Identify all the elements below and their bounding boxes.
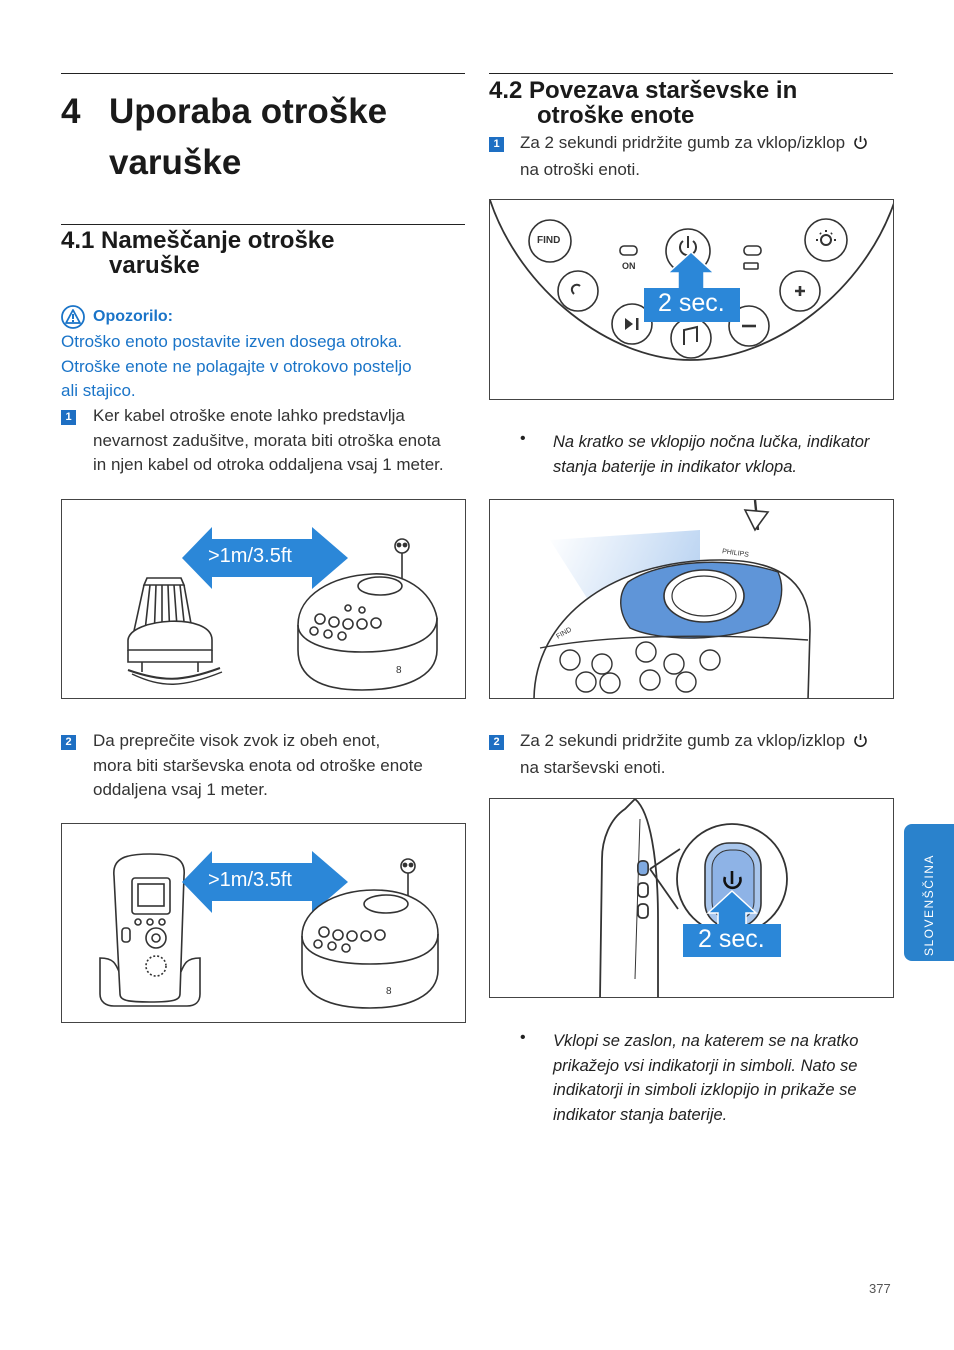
step-text-line: Ker kabel otroške enote lahko predstavlj… <box>93 406 405 425</box>
section-4-1-title-line1: Nameščanje otroške <box>101 227 335 254</box>
section-4-1-rule <box>61 224 465 225</box>
chapter-heading: 4 Uporaba otroške varuške <box>61 87 465 187</box>
note-line: Vklopi se zaslon, na katerem se na kratk… <box>553 1032 859 1050</box>
chapter-number: 4 <box>61 92 81 131</box>
figure-parent-hold-label: 2 sec. <box>698 925 765 953</box>
chapter-title-line1: Uporaba otroške <box>109 92 388 131</box>
note-line: indikator stanja baterije. <box>553 1105 728 1124</box>
step-text-line: mora biti starševska enota od otroške en… <box>93 755 423 775</box>
warning-icon <box>61 305 85 334</box>
warning-title: Opozorilo: <box>93 308 173 325</box>
section-4-1-heading: 4.1 Nameščanje otroške varuške <box>61 228 335 278</box>
step-text-4-1-2: Da preprečite visok zvok iz obeh enot, m… <box>93 729 423 803</box>
step-text-line: nevarnost zadušitve, morata biti otroška… <box>93 430 441 450</box>
warning-line-2: Otroške enote ne polagajte v otrokovo po… <box>61 356 412 376</box>
section-4-1-title-line2: varuške <box>109 252 200 279</box>
step-badge-4-1-1: 1 <box>61 410 76 425</box>
note-line: Na kratko se vklopijo nočna lučka, indik… <box>553 433 870 451</box>
note-line: prikažejo vsi indikatorji in simboli. Na… <box>553 1056 858 1075</box>
power-icon <box>853 133 868 158</box>
step-text-line: oddaljena vsaj 1 meter. <box>93 780 268 800</box>
svg-text:8: 8 <box>386 986 392 997</box>
note-1: Na kratko se vklopijo nočna lučka, indik… <box>553 430 869 479</box>
section-4-2-title-line2: otroške enote <box>537 102 695 129</box>
step-badge-4-2-2: 2 <box>489 735 504 750</box>
warning-line-1: Otroško enoto postavite izven dosega otr… <box>61 332 403 351</box>
note-line: stanja baterije in indikator vklopa. <box>553 457 797 476</box>
section-4-2-number: 4.2 <box>489 77 523 104</box>
figure-baby-find-label: FIND <box>537 235 561 246</box>
step-text-line: na otroški enoti. <box>520 159 641 179</box>
step-text-line: na starševski enoti. <box>520 757 666 777</box>
figure-baby-unit-buttons: FIND ON 2 sec. <box>489 199 894 400</box>
figure-parent-unit-button: 2 sec. <box>489 798 894 998</box>
figure-cradle-distance: 8 >1m/3.5ft <box>61 499 466 699</box>
svg-text:8: 8 <box>396 665 402 676</box>
page-number: 377 <box>869 1281 891 1296</box>
language-tab: SLOVENŠČINA <box>904 824 954 961</box>
figure-baby-on-label: ON <box>622 261 636 271</box>
step-text-line: Da preprečite visok zvok iz obeh enot, <box>93 731 381 750</box>
step-text-4-2-1: Za 2 sekundi pridržite gumb za vklop/izk… <box>520 131 868 182</box>
section-4-2-heading: 4.2 Povezava starševske in otroške enote <box>489 78 797 128</box>
figure-parent-unit-distance: 8 >1m/3.5ft <box>61 823 466 1023</box>
top-rule-right <box>489 73 893 74</box>
section-4-2-title-line1: Povezava starševske in <box>529 77 798 104</box>
figure-baby-unit-lit: PHILIPS FIND <box>489 499 894 699</box>
warning-line-3: ali stajico. <box>61 381 136 401</box>
power-icon <box>853 731 868 756</box>
figure-baby-hold-label: 2 sec. <box>658 289 725 317</box>
figure2-distance-label: >1m/3.5ft <box>208 869 292 891</box>
bullet-dot: • <box>520 1029 526 1046</box>
step-text-line: Za 2 sekundi pridržite gumb za vklop/izk… <box>520 133 846 152</box>
figure1-distance-label: >1m/3.5ft <box>208 545 292 567</box>
step-text-line: Za 2 sekundi pridržite gumb za vklop/izk… <box>520 731 846 750</box>
step-badge-4-2-1: 1 <box>489 137 504 152</box>
step-text-4-1-1: Ker kabel otroške enote lahko predstavlj… <box>93 404 444 478</box>
step-text-line: in njen kabel od otroka oddaljena vsaj 1… <box>93 455 444 475</box>
step-text-4-2-2: Za 2 sekundi pridržite gumb za vklop/izk… <box>520 729 868 780</box>
bullet-dot: • <box>520 430 526 447</box>
language-tab-label: SLOVENŠČINA <box>922 854 936 956</box>
top-rule-left <box>61 73 465 74</box>
section-4-1-number: 4.1 <box>61 227 95 254</box>
chapter-title-line2: varuške <box>109 143 242 182</box>
note-line: indikatorji in simboli izklopijo in prik… <box>553 1081 857 1100</box>
note-2: Vklopi se zaslon, na katerem se na kratk… <box>553 1029 858 1127</box>
step-badge-4-1-2: 2 <box>61 735 76 750</box>
